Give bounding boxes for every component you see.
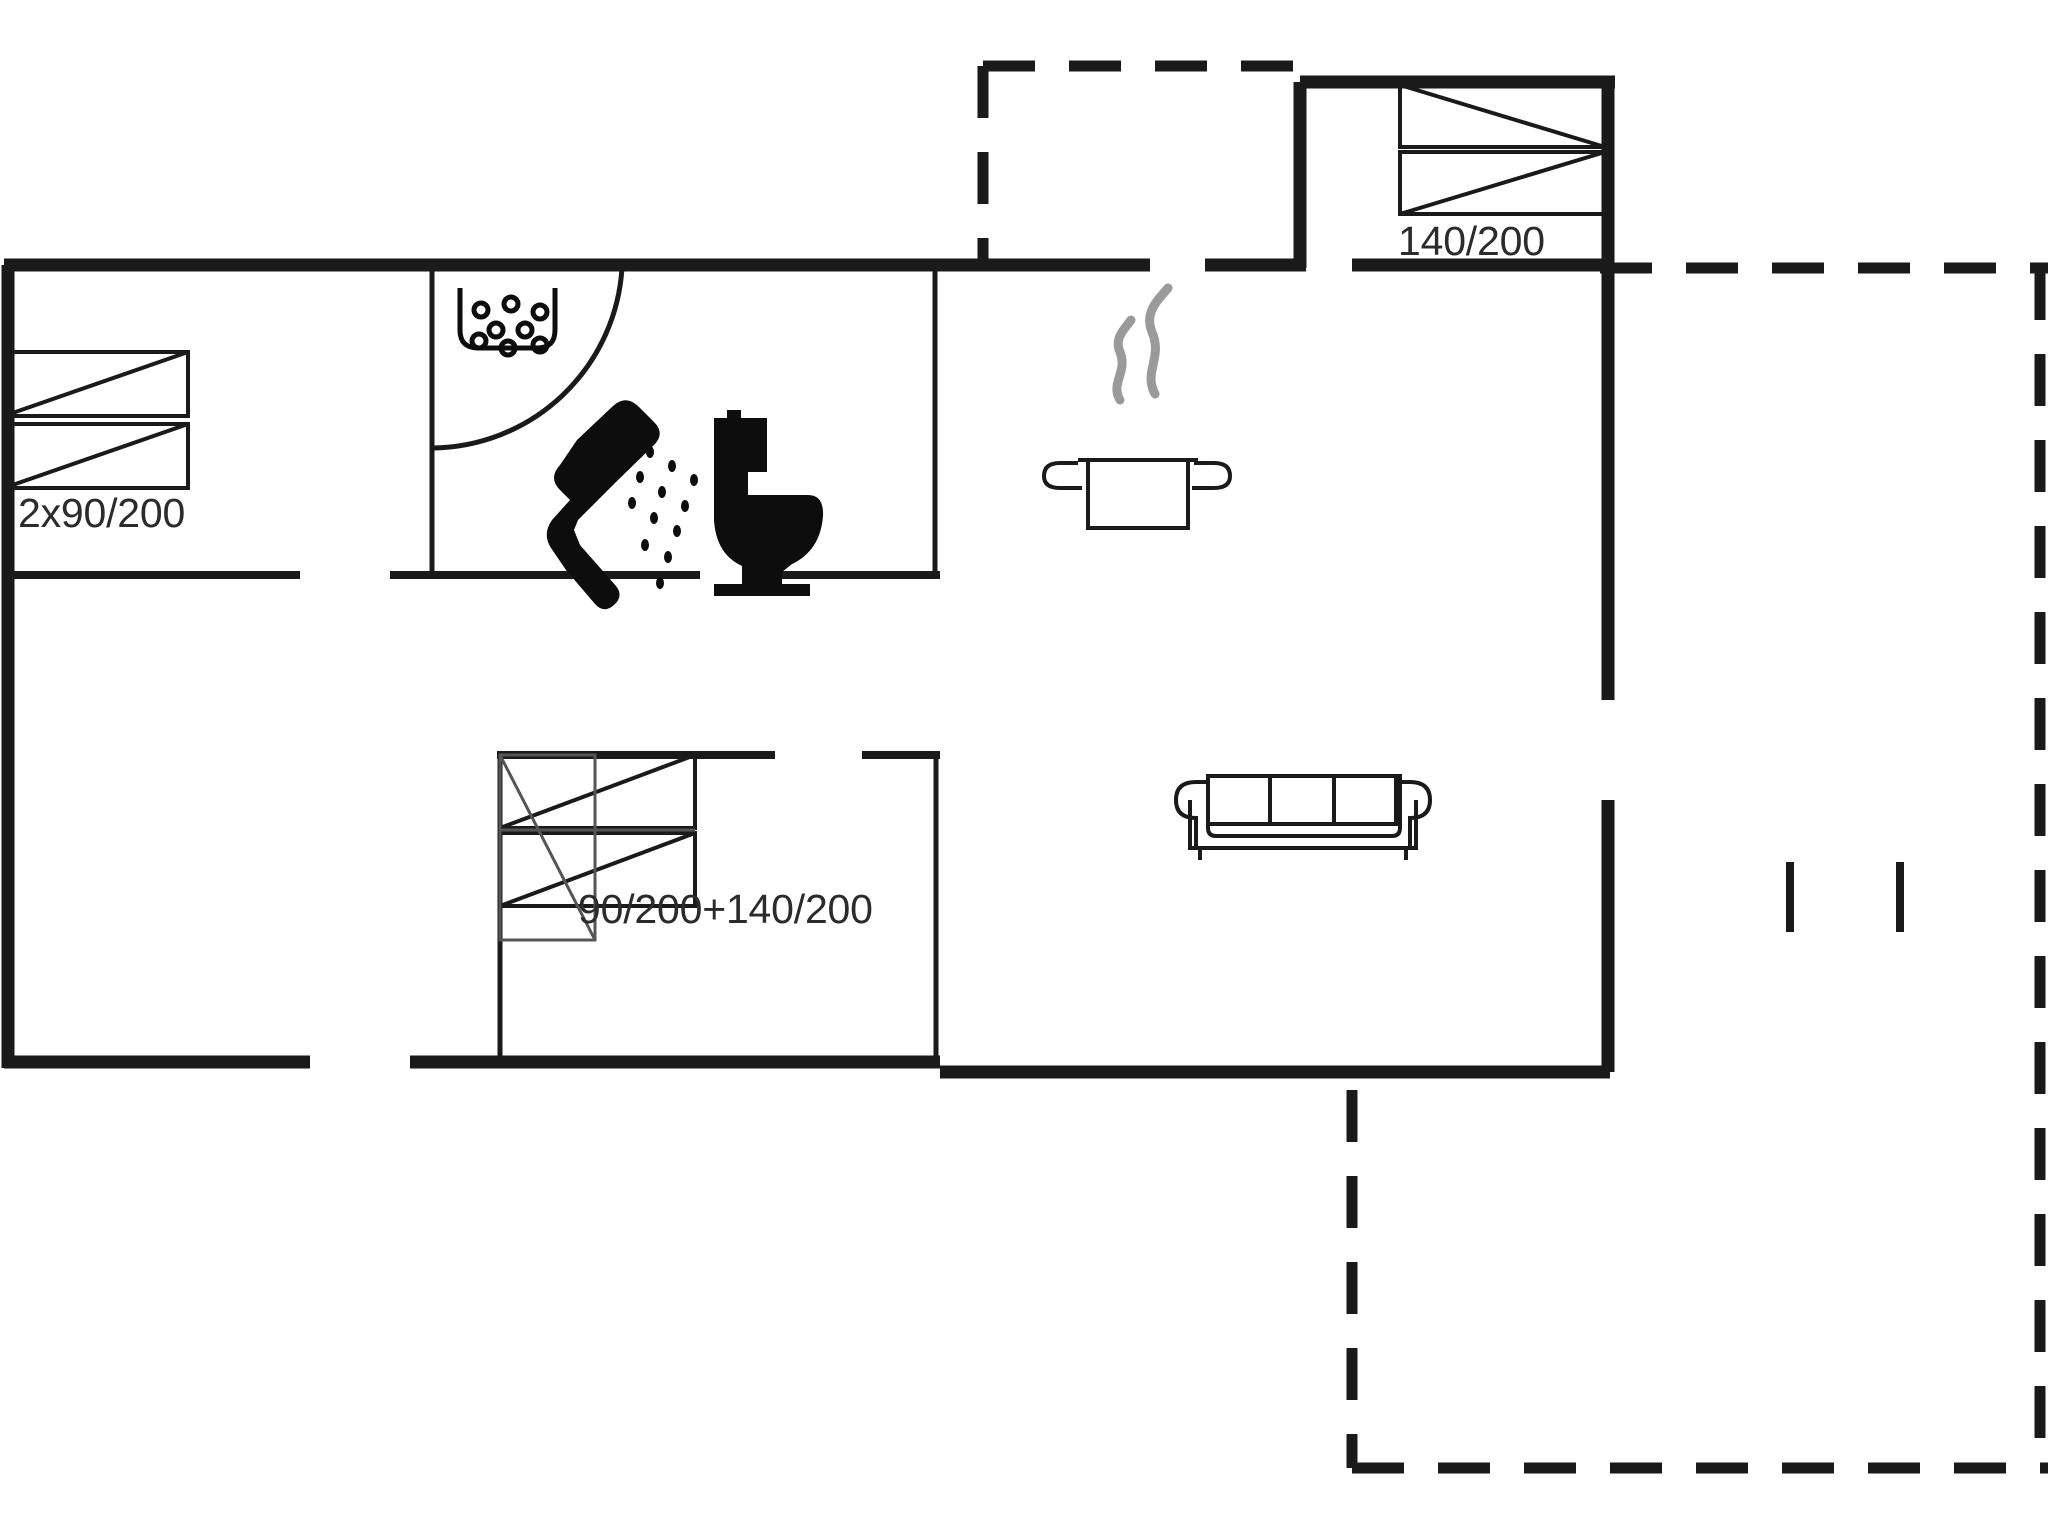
bed-label-bedroom-lower: 90/200+140/200 <box>578 886 873 932</box>
bed-symbol-bedroom-top-right <box>1398 83 1607 216</box>
sofa-icon <box>1173 774 1433 860</box>
interior-walls <box>8 268 940 1065</box>
bed-symbol-bedroom-left <box>2 350 190 490</box>
toilet-icon <box>714 410 824 596</box>
terrace-rail-marks <box>1786 862 1904 932</box>
shower-icon <box>546 400 698 610</box>
terrace-outline-top <box>977 60 1310 268</box>
cooking-pot-icon <box>1041 283 1233 530</box>
door-swing-bathroom <box>431 267 625 451</box>
bed-label-bedroom-left: 2x90/200 <box>18 490 186 536</box>
washing-machine-icon <box>457 288 558 358</box>
exterior-walls <box>1 75 1615 1079</box>
bed-label-bedroom-top-right: 140/200 <box>1398 218 1545 264</box>
terrace-outline-right <box>1346 262 2048 1474</box>
bed-symbol-bedroom-lower <box>498 753 697 942</box>
